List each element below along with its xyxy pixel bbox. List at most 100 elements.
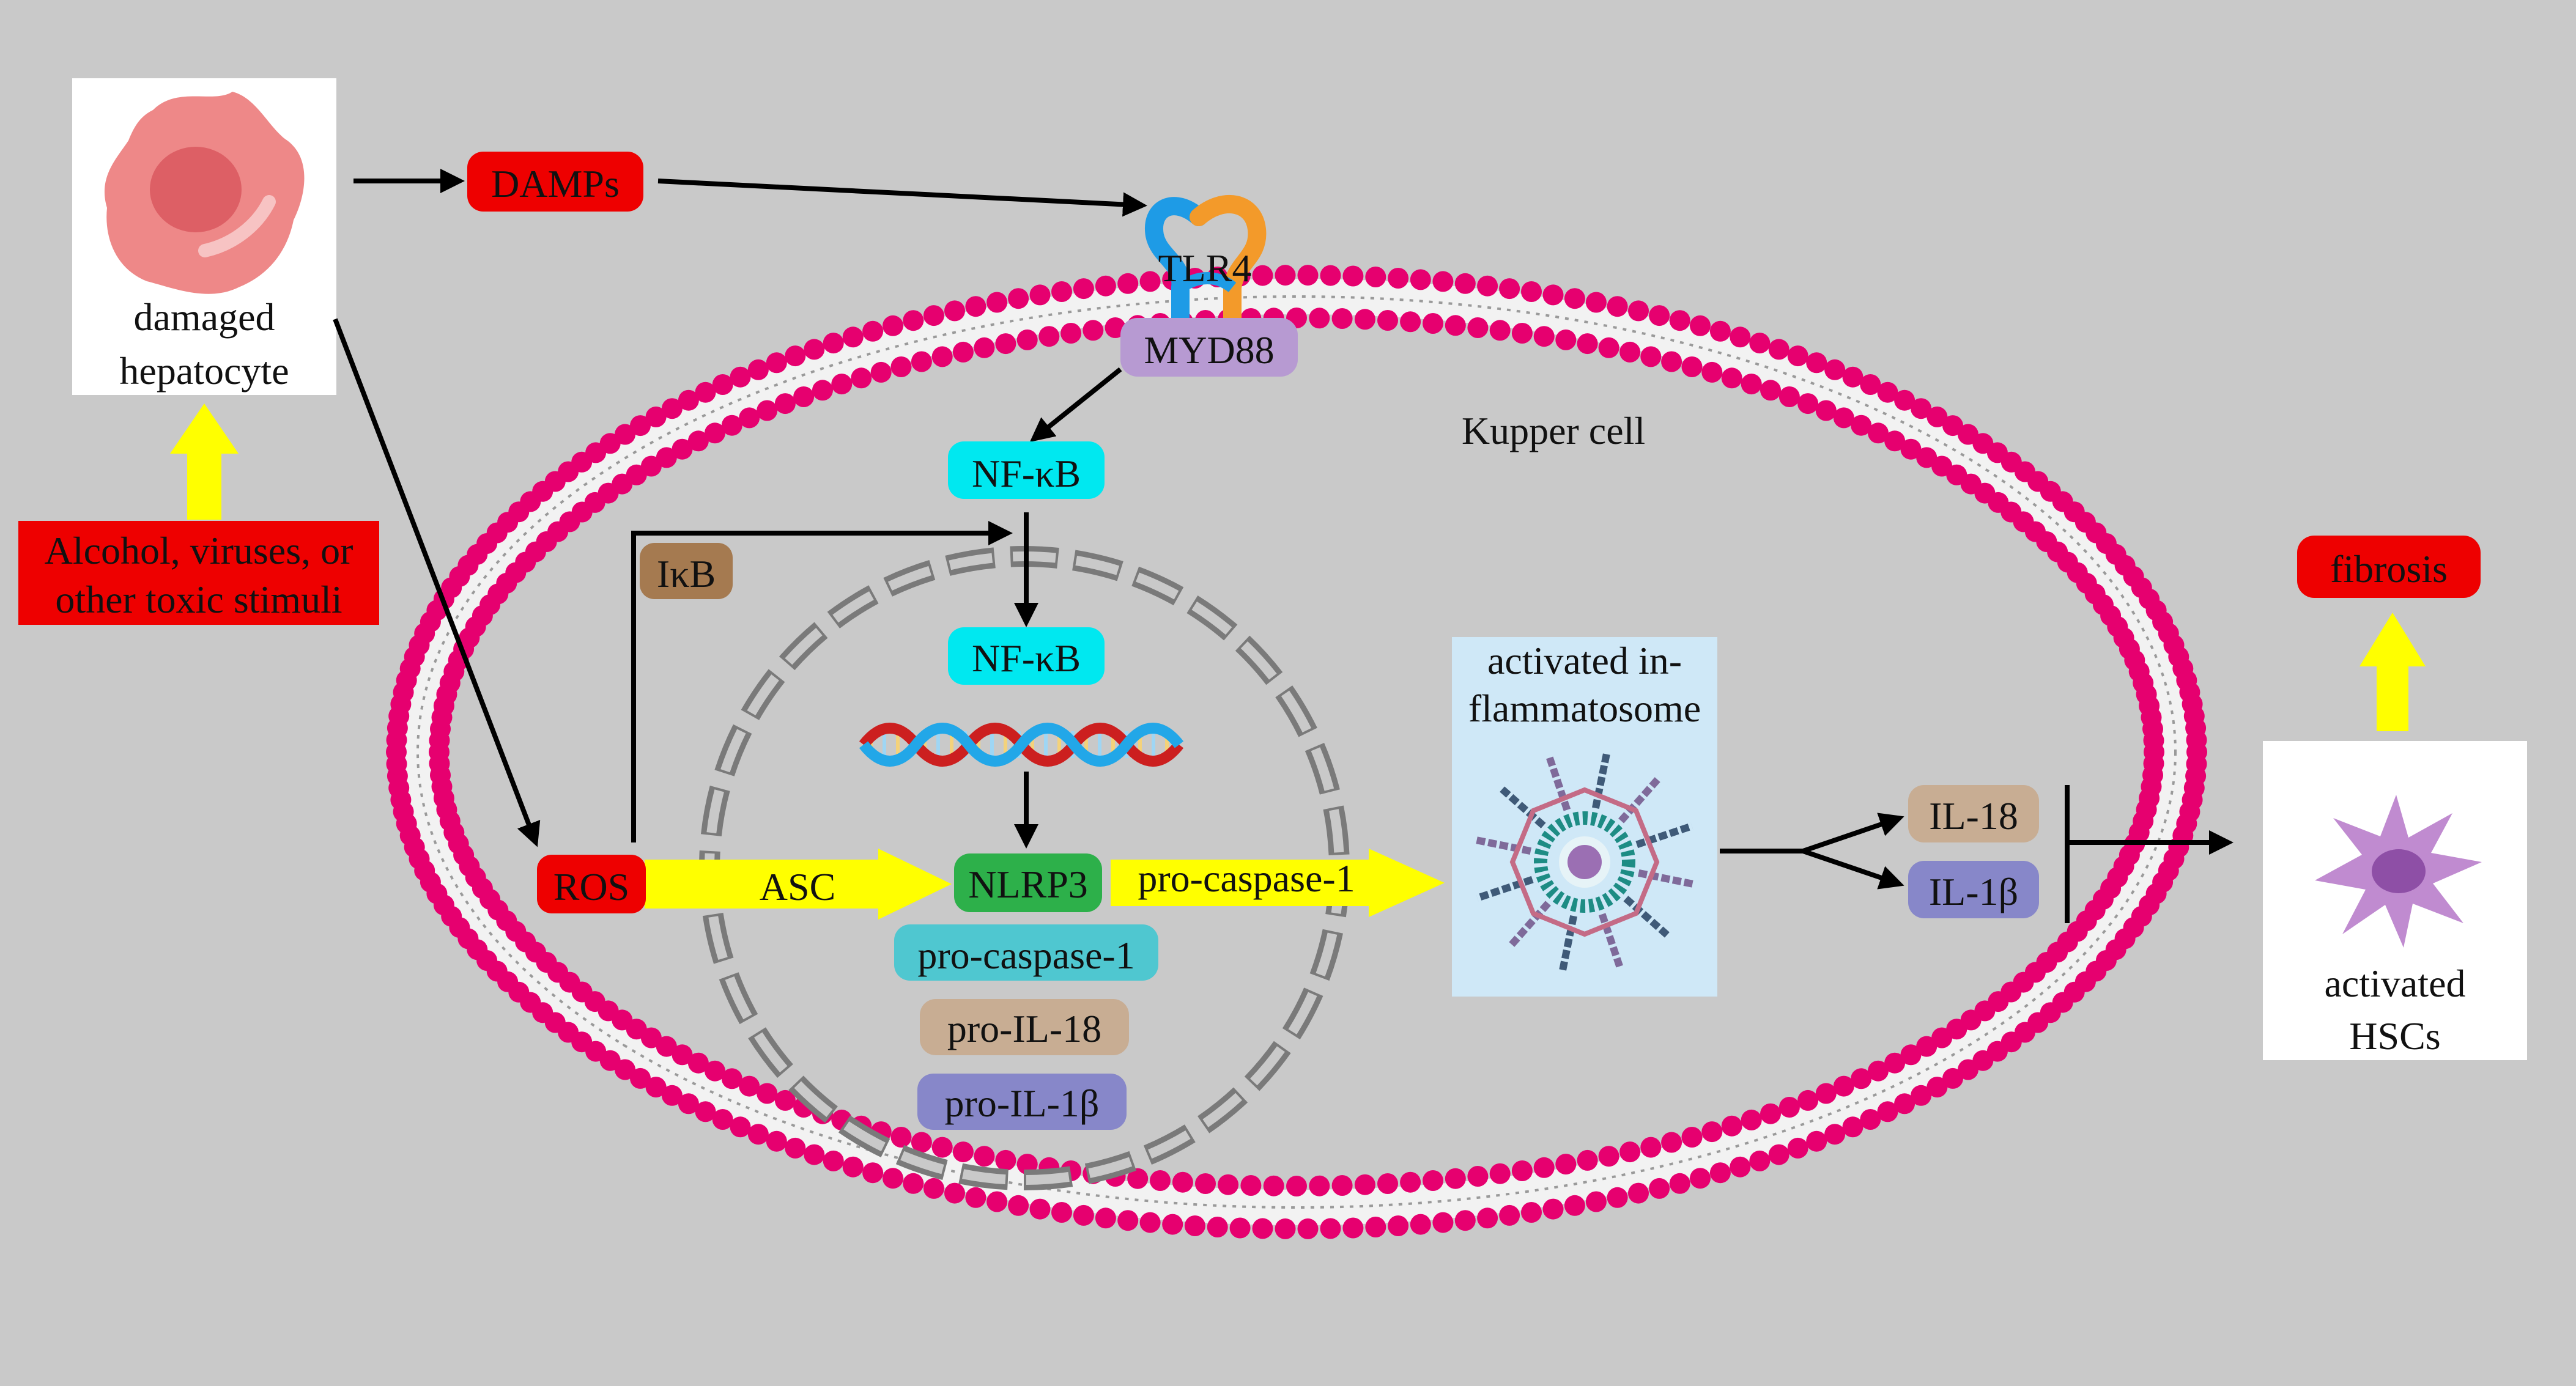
membrane-inner-head	[1309, 1175, 1330, 1196]
pro-caspase-box	[894, 924, 1158, 981]
membrane-inner-head	[793, 386, 815, 407]
membrane-outer-head	[712, 374, 733, 395]
membrane-outer-head	[1730, 326, 1751, 348]
membrane-outer-head	[903, 310, 924, 331]
membrane-outer-head	[804, 339, 825, 360]
membrane-outer-head	[1564, 288, 1585, 309]
membrane-inner-head	[705, 422, 725, 444]
membrane-inner-head	[1038, 326, 1060, 347]
membrane-outer-head	[1585, 1191, 1607, 1212]
membrane-outer-head	[1749, 333, 1771, 354]
inflammasome-spokes	[1473, 750, 1697, 974]
membrane-outer-head	[1477, 1207, 1498, 1229]
membrane-inner-head	[1833, 1075, 1854, 1097]
membrane-outer-head	[1958, 1059, 1978, 1080]
membrane-outer-head	[1095, 1207, 1116, 1229]
membrane-outer-head	[883, 315, 903, 336]
membrane-outer-head	[1410, 269, 1431, 290]
membrane-inner-head	[1195, 1173, 1216, 1194]
membrane-outer-head	[1252, 265, 1273, 286]
membrane-outer-head	[1297, 1218, 1319, 1239]
membrane-inner-head	[1619, 1141, 1641, 1163]
membrane-outer-head	[1806, 1130, 1827, 1152]
membrane-inner-head	[1797, 393, 1819, 415]
membrane-outer-head	[1117, 1210, 1139, 1231]
inflammasome-spoke	[1618, 775, 1662, 824]
nlrp3-box	[954, 853, 1102, 912]
membrane-inner-head	[931, 346, 953, 367]
membrane-outer-head	[862, 320, 884, 342]
membrane-outer-head	[944, 300, 965, 322]
stimuli-label-line1: Alcohol, viruses, or	[45, 529, 353, 572]
membrane-inner-head	[721, 1068, 742, 1089]
membrane-inner-head	[952, 341, 974, 363]
membrane-inner-head	[995, 1149, 1016, 1171]
pro-caspase-yellow-arrow	[1111, 849, 1445, 917]
membrane-inner-head	[1400, 311, 1421, 333]
membrane-outer-head	[1008, 1195, 1029, 1216]
membrane-inner-head	[757, 400, 778, 421]
membrane-inner-head	[1778, 386, 1800, 407]
membrane-outer-head	[1824, 359, 1846, 380]
membrane-outer-head	[678, 389, 699, 411]
ros-to-ikb-line	[631, 521, 1013, 842]
membrane-outer-head	[766, 352, 787, 374]
hepatic-stellate-cell-icon	[2315, 795, 2482, 948]
membrane-outer-head	[1824, 1124, 1846, 1145]
ros-label: ROS	[553, 865, 630, 909]
membrane-inner-head	[1815, 400, 1837, 421]
membrane-inner-head	[774, 393, 796, 415]
inflammasome-panel: activated in- flammatosome	[1452, 637, 1717, 997]
membrane-inner-head	[1833, 407, 1854, 429]
damps-label: DAMPs	[491, 162, 620, 205]
hsc-label-line1: activated	[2325, 962, 2466, 1005]
membrane-outer-head	[986, 292, 1008, 313]
ikb-label: IκB	[657, 552, 716, 595]
membrane-outer-head	[1139, 1212, 1161, 1233]
membrane-inner-head	[974, 1146, 995, 1167]
membrane-inner-head	[1741, 374, 1762, 395]
membrane-outer-head	[804, 1144, 825, 1165]
membrane-outer-head	[1628, 300, 1649, 322]
membrane-inner-head	[1681, 1127, 1703, 1148]
membrane-inner-head	[1083, 320, 1104, 341]
membrane-outer-head	[1029, 1198, 1051, 1220]
membrane-inner-head	[1467, 1166, 1489, 1187]
membrane-inner-head	[1778, 1097, 1800, 1118]
membrane-outer-head	[1521, 281, 1542, 302]
membrane-outer-head	[1842, 1116, 1864, 1138]
membrane-outer-head	[1860, 374, 1881, 395]
membrane-inner-head	[672, 438, 693, 460]
membrane-inner-head	[1263, 1175, 1284, 1196]
membrane-outer-head	[766, 1130, 787, 1152]
membrane-inner-head	[1721, 1115, 1742, 1137]
membrane-outer-head	[645, 1077, 667, 1098]
damaged-hepatocyte-panel: damaged hepatocyte	[72, 78, 336, 395]
membrane-outer-head	[1297, 265, 1319, 286]
membrane-outer-head	[730, 366, 751, 388]
pro-caspase-box-label: pro-caspase-1	[917, 934, 1134, 977]
membrane-inner-head	[1489, 320, 1511, 341]
membrane-outer-head	[1669, 1173, 1690, 1194]
membrane-inner-head	[931, 1137, 953, 1158]
membrane-outer-head	[903, 1173, 924, 1194]
membrane-inner-head	[1701, 1121, 1723, 1143]
membrane-outer-head	[1454, 1210, 1476, 1231]
membrane-inner-head	[1150, 1170, 1171, 1191]
membrane-outer-head	[1499, 1204, 1520, 1226]
membrane-inner-head	[1577, 1149, 1598, 1171]
membrane-outer-head	[986, 1191, 1008, 1212]
hsc-to-fibrosis-yellow-arrow	[2359, 613, 2426, 731]
il18-label: IL-18	[1929, 794, 2018, 838]
membrane-outer-head	[630, 415, 651, 437]
branch-to-il1b-arrow	[1802, 849, 1904, 890]
membrane-inner-head	[1354, 309, 1375, 330]
membrane-inner-head	[1511, 323, 1533, 344]
membrane-outer-head	[1628, 1182, 1649, 1204]
membrane-inner-head	[851, 367, 872, 389]
membrane-outer-head	[630, 1067, 651, 1089]
membrane-outer-head	[923, 1178, 944, 1199]
membrane-outer-head	[2186, 729, 2207, 751]
membrane-inner-head	[1900, 1044, 1922, 1066]
inflammasome-center	[1567, 845, 1602, 879]
